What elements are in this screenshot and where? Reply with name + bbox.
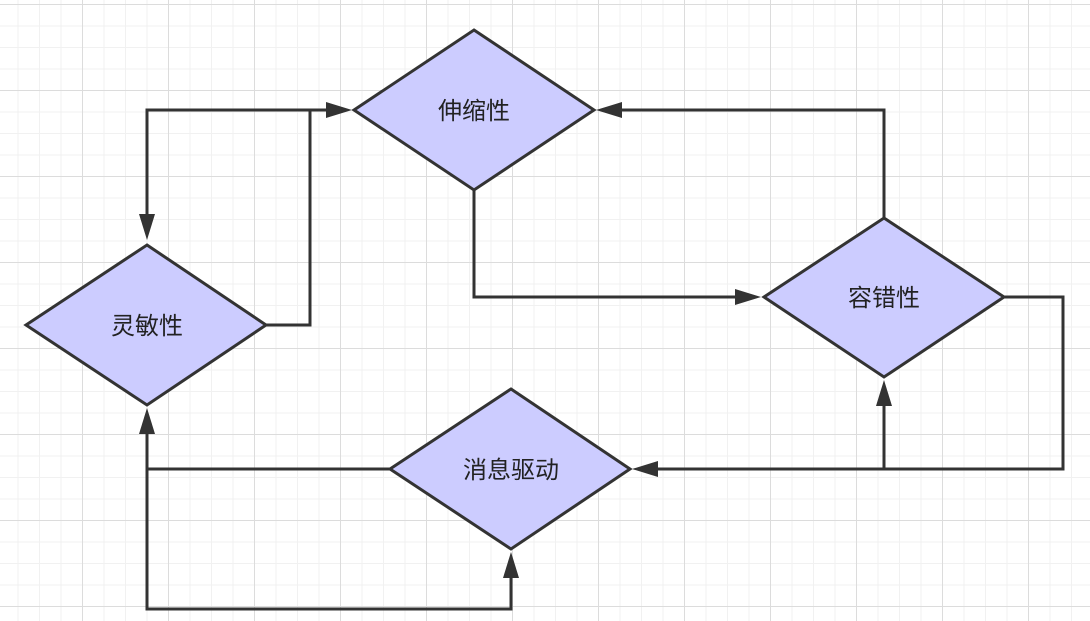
arrow-into-scalability-right bbox=[596, 102, 622, 118]
arrow-into-responsive-bottom bbox=[139, 408, 155, 434]
node-responsive[interactable]: 灵敏性 bbox=[23, 243, 269, 407]
node-label: 伸缩性 bbox=[438, 97, 510, 125]
edge-responsive-to-scalability bbox=[266, 108, 336, 327]
edge-resilient-to-message bbox=[648, 295, 1065, 471]
edge-responsive-to-message bbox=[145, 469, 513, 611]
node-scalability[interactable]: 伸缩性 bbox=[351, 28, 597, 192]
edge-message-to-responsive bbox=[145, 426, 390, 471]
node-message-driven[interactable]: 消息驱动 bbox=[387, 387, 633, 551]
arrow-into-message-bottom bbox=[503, 552, 519, 578]
node-label: 消息驱动 bbox=[463, 456, 559, 484]
node-resilient[interactable]: 容错性 bbox=[761, 216, 1007, 379]
arrow-into-scalability-left bbox=[326, 102, 352, 118]
arrow-into-message-right bbox=[632, 461, 658, 477]
diamond-shape bbox=[351, 28, 597, 192]
arrow-into-resilient-bottom bbox=[876, 380, 892, 406]
diamond-shape bbox=[387, 387, 633, 551]
edge-scalability-to-resilient bbox=[472, 190, 745, 299]
arrow-into-resilient-left bbox=[735, 289, 761, 305]
diamond-shape bbox=[23, 243, 269, 407]
edge-resilient-to-scalability bbox=[612, 108, 886, 218]
node-label: 容错性 bbox=[848, 284, 920, 312]
arrow-into-responsive-top bbox=[139, 214, 155, 240]
edge-scalability-to-responsive bbox=[145, 108, 310, 222]
edges bbox=[139, 102, 1065, 611]
node-label: 灵敏性 bbox=[111, 312, 183, 340]
diamond-shape bbox=[761, 216, 1007, 379]
